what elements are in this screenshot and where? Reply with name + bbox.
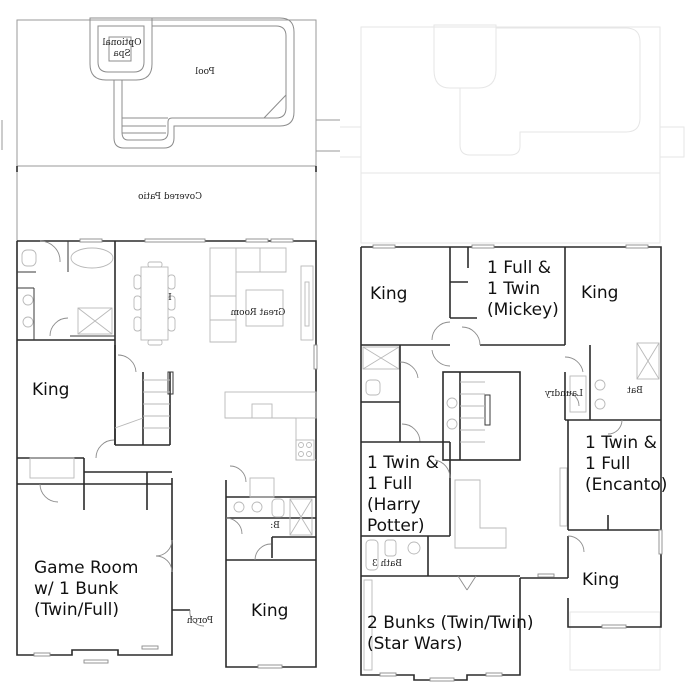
right-interior (360, 244, 663, 682)
room-game-room: Game Room w/ 1 Bunk (Twin/Full) (34, 558, 139, 620)
room-encanto: 1 Twin & 1 Full (Encanto) (585, 433, 668, 495)
great-room-label: Great Room (230, 308, 286, 318)
laundry-label: Laundry (544, 389, 584, 399)
left-outdoor-area (1, 17, 340, 242)
porch-label: Porch (186, 616, 214, 626)
room-king-left-upper: King (32, 380, 70, 400)
bath3-label: Bath 3 (372, 559, 402, 569)
room-king-upper-right: King (581, 283, 619, 303)
right-ghost-outdoor (340, 24, 685, 671)
room-king-upper-left: King (370, 284, 408, 304)
pool-label: Pool (195, 67, 215, 77)
bath-label-right: Bat (627, 386, 643, 396)
room-star-wars: 2 Bunks (Twin/Twin) (Star Wars) (367, 613, 534, 654)
room-king-left-lower: King (251, 601, 289, 621)
room-king-lower-right: King (582, 570, 620, 590)
covered-patio-label: Covered Patio (138, 192, 202, 202)
bath-label-left: B: (270, 521, 280, 531)
room-mickey: 1 Full & 1 Twin (Mickey) (487, 258, 559, 320)
spa-label: Optional Spa (102, 38, 142, 59)
room-harry-potter: 1 Twin & 1 Full (Harry Potter) (367, 453, 439, 536)
left-interior (16, 238, 318, 669)
dining-marker-label: I (168, 293, 172, 303)
